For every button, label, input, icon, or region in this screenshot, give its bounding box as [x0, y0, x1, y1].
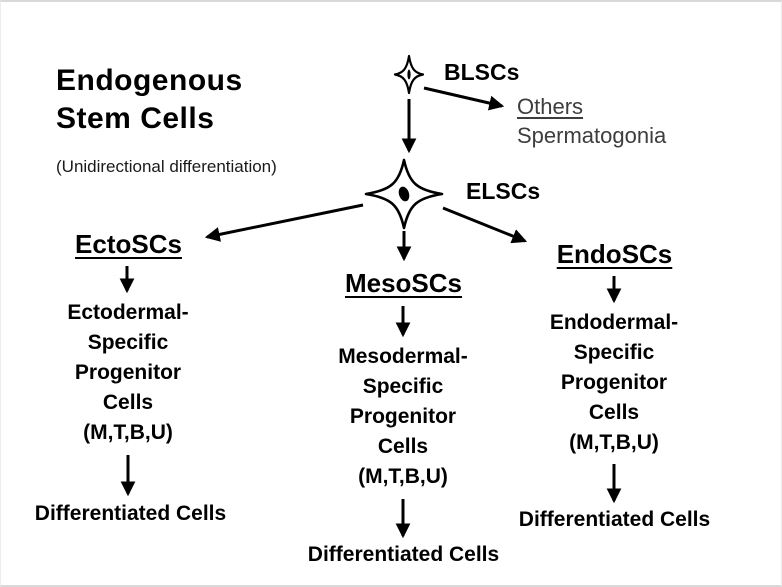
diagram-title: Endogenous Stem Cells	[56, 64, 243, 135]
endo-progenitor-label: Endodermal- Specific Progenitor Cells (M…	[549, 311, 679, 454]
meso-differentiated-label: Differentiated Cells	[307, 543, 500, 566]
elscs-label: ELSCs	[466, 178, 541, 204]
blscs-label: BLSCs	[444, 59, 520, 85]
arrow-elscs-to-ectoscs	[204, 203, 364, 242]
ectoscs-heading: EctoSCs	[75, 229, 182, 259]
endoscs-heading: EndoSCs	[556, 239, 673, 269]
mesoscs-heading: MesoSCs	[344, 268, 463, 298]
elsc-star-icon	[364, 158, 444, 230]
ecto-progenitor-label: Ectodermal- Specific Progenitor Cells (M…	[67, 301, 189, 444]
arrow-elscs-to-endoscs	[442, 206, 528, 244]
diagram-subtitle: (Unidirectional differentiation)	[56, 157, 277, 176]
arrow-blscs-to-others	[423, 86, 505, 111]
blsc-star-icon	[393, 54, 425, 95]
spermatogonia-label: Spermatogonia	[517, 123, 667, 148]
endo-differentiated-label: Differentiated Cells	[518, 508, 711, 531]
meso-progenitor-label: Mesodermal- Specific Progenitor Cells (M…	[338, 345, 468, 488]
others-label: Others	[517, 94, 584, 119]
ecto-differentiated-label: Differentiated Cells	[34, 502, 227, 525]
